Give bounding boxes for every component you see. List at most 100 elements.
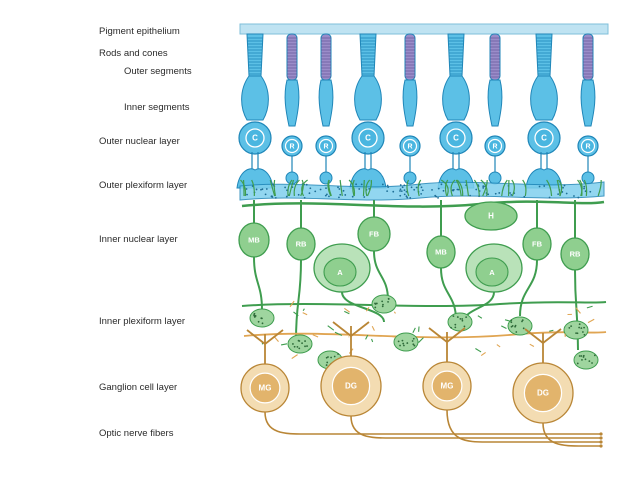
cone-inner-segment — [242, 76, 269, 120]
ipl-synaptic-cluster — [250, 309, 274, 327]
ipl-upper-process — [242, 302, 606, 306]
cluster-dot — [511, 326, 513, 328]
cluster-dot — [461, 318, 463, 320]
bipolar-label: RB — [570, 249, 581, 258]
synaptic-dot — [309, 192, 311, 194]
synaptic-dot — [564, 185, 566, 187]
synaptic-dot — [577, 197, 579, 199]
synaptic-dot — [266, 188, 268, 190]
rod-inner-segment — [488, 80, 502, 126]
cone-outer-segment — [247, 34, 263, 76]
cone-label: C — [453, 134, 459, 143]
cluster-dot — [304, 345, 306, 347]
synaptic-dot — [386, 190, 388, 192]
cone-inner-segment — [355, 76, 382, 120]
cluster-dot — [381, 301, 383, 303]
fiber-end — [599, 444, 602, 447]
synaptic-dot — [452, 190, 454, 192]
cluster-dot — [594, 354, 596, 356]
amacrine-label: A — [489, 268, 495, 277]
ganglion-dendrite — [333, 322, 369, 356]
bipolar-label: MB — [435, 247, 447, 256]
synaptic-dot — [358, 188, 360, 190]
ipl-twig — [413, 328, 415, 333]
bipolar-label: FB — [369, 229, 380, 238]
rod-spherule — [582, 172, 594, 184]
cluster-dot — [453, 315, 455, 317]
cluster-dot — [294, 346, 296, 348]
synaptic-dot — [406, 197, 408, 199]
cluster-dot — [588, 360, 590, 362]
horizontal-process — [242, 202, 604, 207]
cluster-dot — [583, 327, 585, 329]
cluster-dot — [382, 306, 384, 308]
ipl-twig — [372, 339, 373, 342]
synaptic-dot — [298, 194, 300, 196]
cluster-dot — [330, 357, 332, 359]
rod-cell: R — [400, 34, 420, 184]
cone-cell: C — [237, 34, 273, 188]
synaptic-dot — [443, 190, 445, 192]
cluster-dot — [413, 338, 415, 340]
synaptic-dot — [438, 188, 440, 190]
synaptic-dot — [262, 188, 264, 190]
synaptic-dot — [431, 189, 433, 191]
bipolar-axon — [254, 257, 262, 310]
ipl-synaptic-cluster — [372, 295, 396, 313]
synaptic-dot — [256, 189, 258, 191]
synaptic-dot — [314, 190, 316, 192]
cluster-dot — [388, 298, 390, 300]
cluster-dot — [459, 318, 461, 320]
synaptic-dot — [523, 196, 525, 198]
rod-bipolar-cell-1: RB — [287, 200, 315, 340]
rod-label: R — [492, 143, 497, 150]
synaptic-dot — [400, 184, 402, 186]
synaptic-dot — [475, 189, 477, 191]
cluster-dot — [337, 353, 339, 355]
synaptic-dot — [246, 194, 248, 196]
cluster-dot — [450, 327, 452, 329]
midget-bipolar-cell-2: MB — [427, 200, 456, 320]
synaptic-dot — [409, 197, 411, 199]
cluster-dot — [398, 340, 400, 342]
label-outer-plexiform-layer: Outer plexiform layer — [99, 180, 187, 191]
ipl-synaptic-cluster — [448, 313, 472, 331]
synaptic-dot — [482, 187, 484, 189]
cluster-dot — [582, 331, 584, 333]
cluster-dot — [292, 343, 294, 345]
cone-cell: C — [526, 34, 562, 188]
synaptic-dot — [421, 186, 423, 188]
cluster-blob — [574, 351, 598, 369]
ipl-synaptic-cluster — [574, 351, 598, 369]
synaptic-dot — [363, 196, 365, 198]
cluster-dot — [577, 332, 579, 334]
ipl-twig — [588, 319, 594, 322]
synaptic-dot — [382, 184, 384, 186]
cluster-dot — [457, 316, 459, 318]
ipl-synaptic-cluster — [394, 333, 418, 351]
ipl-twig — [328, 326, 334, 331]
rod-label: R — [585, 143, 590, 150]
synaptic-dot — [286, 196, 288, 198]
synaptic-dot — [337, 186, 339, 188]
rod-inner-segment — [403, 80, 417, 126]
ipl-twig — [501, 326, 506, 329]
label-pigment-epithelium: Pigment epithelium — [99, 26, 180, 37]
horizontal-cell: H — [465, 202, 517, 230]
cluster-dot — [402, 343, 404, 345]
outer-plexiform-band — [240, 180, 604, 207]
cluster-dot — [584, 334, 586, 336]
rod-label: R — [407, 143, 412, 150]
synaptic-dot — [543, 185, 545, 187]
ganglion-label: DG — [345, 382, 357, 391]
ipl-twig — [281, 344, 287, 345]
synaptic-dot — [509, 192, 511, 194]
cluster-dot — [403, 345, 405, 347]
rod-inner-segment — [285, 80, 299, 126]
cone-outer-segment — [360, 34, 376, 76]
label-optic-nerve-fibers: Optic nerve fibers — [99, 428, 173, 439]
cluster-dot — [254, 313, 256, 315]
rod-cell: R — [282, 34, 302, 184]
